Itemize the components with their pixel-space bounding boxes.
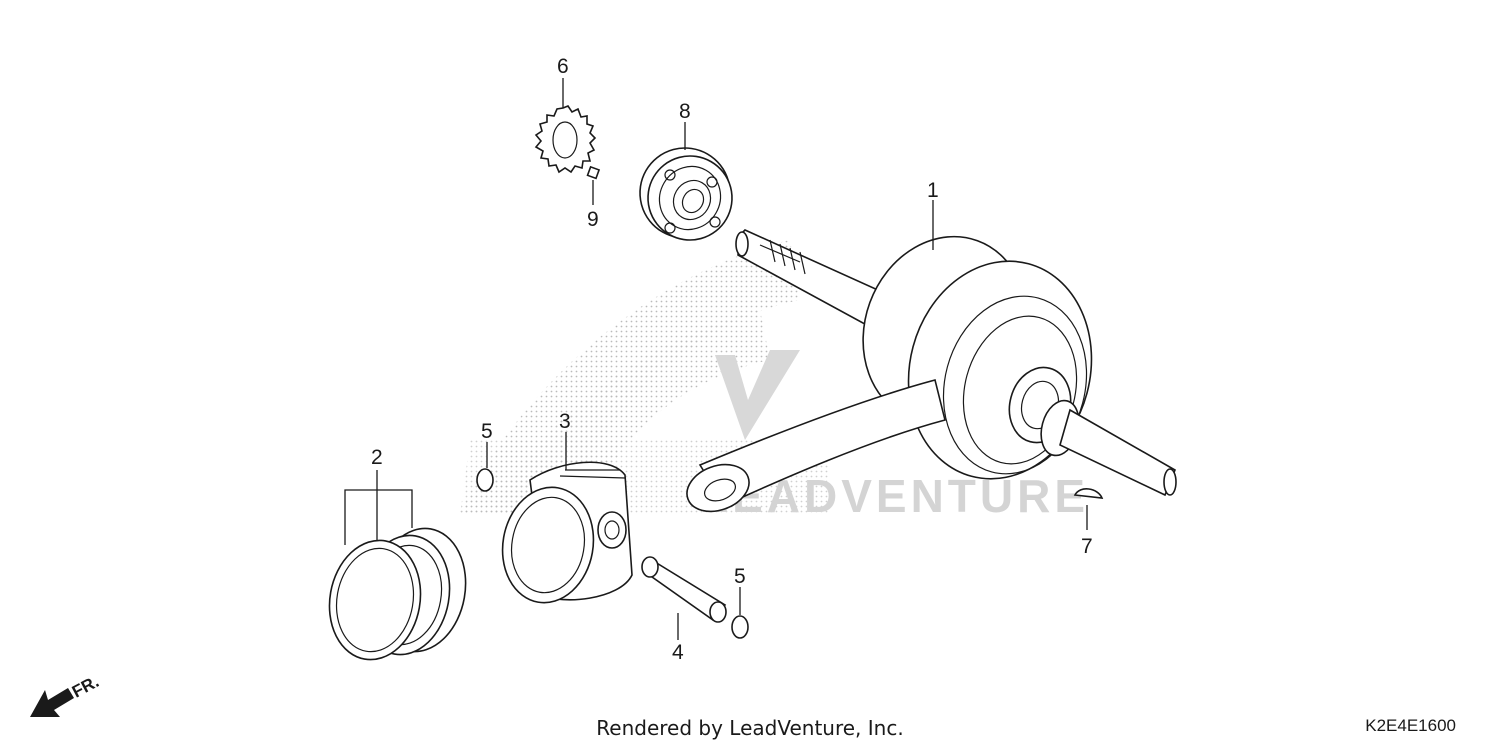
- front-arrow-icon: [30, 688, 74, 717]
- callout-7: 7: [1081, 535, 1093, 558]
- piston-ring-set: [328, 527, 467, 661]
- callout-1: 1: [927, 179, 939, 202]
- crankshaft-assembly: [686, 229, 1177, 513]
- callout-5-left: 5: [481, 420, 493, 443]
- circlip-left: [476, 468, 494, 492]
- callout-4: 4: [672, 641, 684, 664]
- callout-8: 8: [679, 100, 691, 123]
- woodruff-key-9: [586, 165, 601, 180]
- leader-lines: [344, 78, 1088, 640]
- piston: [501, 461, 633, 604]
- callout-3: 3: [559, 410, 571, 433]
- piston-pin: [641, 556, 727, 623]
- footer-credit: Rendered by LeadVenture, Inc.: [596, 716, 904, 740]
- callout-9: 9: [587, 208, 599, 231]
- circlip-right: [731, 615, 749, 639]
- callout-2: 2: [371, 446, 383, 469]
- callout-5-right: 5: [734, 565, 746, 588]
- diagram-code: K2E4E1600: [1365, 716, 1456, 735]
- woodruff-key-7: [1073, 488, 1104, 499]
- front-direction-indicator: FR.: [30, 672, 102, 717]
- front-label: FR.: [69, 672, 102, 702]
- callout-6: 6: [557, 55, 569, 78]
- gear-sprocket: [534, 105, 597, 174]
- ball-bearing: [639, 147, 733, 241]
